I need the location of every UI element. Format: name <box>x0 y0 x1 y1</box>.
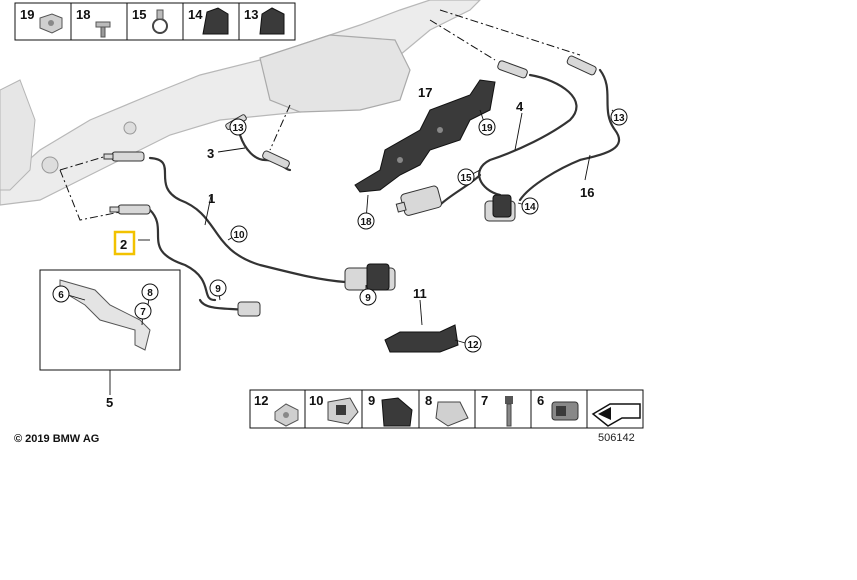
legend-label-19: 19 <box>20 7 34 22</box>
svg-text:14: 14 <box>524 202 536 213</box>
circled-callout-13a: 13 <box>229 118 247 136</box>
svg-text:7: 7 <box>140 307 146 318</box>
callout-16: 16 <box>580 185 594 200</box>
svg-text:6: 6 <box>58 290 64 301</box>
svg-text:9: 9 <box>365 293 371 304</box>
circled-callout-12: 12 <box>464 335 482 353</box>
connectors <box>237 185 516 317</box>
sensor-cables <box>148 68 621 312</box>
legend-label-18: 18 <box>76 7 90 22</box>
copyright-text: © 2019 BMW AG <box>14 433 99 445</box>
clip-icon <box>381 397 413 427</box>
svg-text:12: 12 <box>467 340 479 351</box>
bolt-icon <box>505 396 513 427</box>
legend-label-7: 7 <box>481 393 488 408</box>
circled-callout-13b: 13 <box>610 108 628 126</box>
routing-lines <box>59 9 581 221</box>
callout-5: 5 <box>106 395 113 410</box>
callout-2: 2 <box>120 237 127 252</box>
svg-text:13: 13 <box>613 113 625 124</box>
circled-callout-9a: 9 <box>209 279 227 297</box>
svg-text:15: 15 <box>460 173 472 184</box>
legend-label-15: 15 <box>132 7 146 22</box>
callouts: 1 2 3 4 5 16 17 11 13 13 10 9 9 19 15 14… <box>52 85 628 410</box>
bracket-17 <box>354 79 496 193</box>
connector-housing-icon <box>551 401 579 421</box>
legend-label-9: 9 <box>368 393 375 408</box>
screw-icon <box>95 21 111 38</box>
callout-1: 1 <box>208 191 215 206</box>
svg-text:13: 13 <box>232 123 244 134</box>
circled-callout-8: 8 <box>141 283 159 301</box>
circled-callout-18: 18 <box>357 212 375 230</box>
svg-text:19: 19 <box>481 123 493 134</box>
grommet-icon <box>327 397 359 425</box>
circled-callout-6: 6 <box>52 285 70 303</box>
circled-callout-15: 15 <box>457 168 475 186</box>
circled-callout-7: 7 <box>134 302 152 320</box>
nut-icon <box>39 13 63 34</box>
arrow-icon <box>591 403 641 427</box>
circled-callout-9b: 9 <box>359 288 377 306</box>
diagram-reference-number: 506142 <box>598 432 635 444</box>
spring-nut-icon <box>435 401 469 427</box>
top-legend: 19 18 15 14 13 <box>14 2 296 41</box>
legend-label-14: 14 <box>188 7 203 22</box>
circled-callout-10: 10 <box>230 225 248 243</box>
bottom-legend: 12 10 9 8 7 6 <box>249 389 644 429</box>
legend-label-6: 6 <box>537 393 544 408</box>
callout-11: 11 <box>413 286 427 301</box>
svg-text:9: 9 <box>215 284 221 295</box>
cable-holder-icon <box>202 7 229 35</box>
hex-nut-icon <box>274 403 299 427</box>
callout-17: 17 <box>418 85 432 100</box>
bracket-11 <box>384 324 459 353</box>
svg-text:18: 18 <box>360 217 372 228</box>
svg-text:10: 10 <box>233 230 245 241</box>
legend-label-13: 13 <box>244 7 258 22</box>
legend-label-12: 12 <box>254 393 268 408</box>
callout-4: 4 <box>516 99 524 114</box>
callout-2-highlight: 2 <box>113 230 136 256</box>
callout-3: 3 <box>207 146 214 161</box>
svg-text:8: 8 <box>147 288 153 299</box>
circled-callout-14: 14 <box>521 197 539 215</box>
circled-callout-19: 19 <box>478 118 496 136</box>
legend-label-8: 8 <box>425 393 432 408</box>
cable-clip-icon <box>259 7 285 35</box>
legend-label-10: 10 <box>309 393 323 408</box>
hose-clamp-icon <box>152 9 168 34</box>
